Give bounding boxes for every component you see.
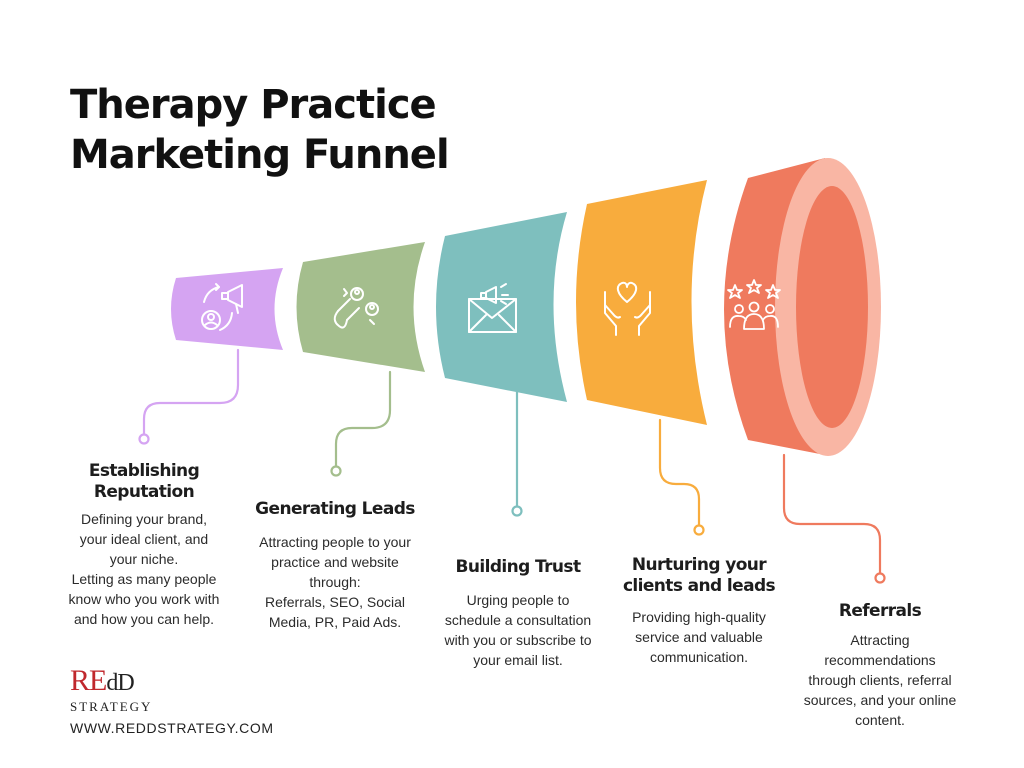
connector-leads — [334, 370, 392, 468]
magnet-people-icon — [333, 287, 379, 329]
connector-dot-leads — [330, 465, 342, 477]
connector-nurturing — [658, 418, 701, 527]
stage-nurturing: Nurturing your clients and leads Providi… — [612, 555, 786, 667]
stage-heading: Referrals — [838, 601, 922, 621]
stage-reputation: Establishing Reputation Defining your br… — [52, 461, 236, 629]
segment-reputation — [171, 268, 283, 350]
stage-heading: Building Trust — [455, 557, 582, 577]
connector-reputation — [142, 348, 240, 439]
stars-group-icon — [727, 279, 781, 330]
connector-dot-referrals — [874, 572, 886, 584]
segment-leads — [296, 242, 425, 372]
stage-heading: Generating Leads — [255, 499, 415, 519]
logo-text-re: RE — [70, 664, 107, 697]
stage-heading: Establishing Reputation — [88, 461, 200, 502]
connector-dot-trust — [511, 505, 523, 517]
stage-description: Attracting recommendations through clien… — [803, 632, 957, 728]
website-url: WWW.REDDSTRATEGY.COM — [70, 720, 274, 736]
logo-text-dd: dD — [106, 670, 134, 696]
page-title: Therapy Practice Marketing Funnel — [70, 82, 450, 178]
stage-referrals: Referrals Attracting recommendations thr… — [792, 601, 968, 730]
connector-referrals — [782, 453, 882, 575]
stage-description: Attracting people to your practice and w… — [259, 534, 411, 630]
connector-dot-nurturing — [693, 524, 705, 536]
segment-referrals-opening — [796, 186, 868, 428]
stage-heading: Nurturing your clients and leads — [622, 555, 776, 596]
logo-subtitle: STRATEGY — [70, 699, 153, 714]
connector-dot-reputation — [138, 433, 150, 445]
redd-strategy-logo: REdD STRATEGY — [70, 666, 152, 715]
stage-trust: Building Trust Urging people to schedule… — [428, 557, 608, 670]
segment-nurturing — [576, 180, 707, 425]
stage-description: Urging people to schedule a consultation… — [444, 592, 592, 668]
stage-description: Providing high-quality service and valua… — [632, 609, 766, 665]
stage-description: Defining your brand, your ideal client, … — [68, 511, 220, 627]
megaphone-cycle-icon — [201, 283, 243, 331]
email-megaphone-icon — [468, 283, 517, 333]
hands-heart-icon — [604, 281, 651, 336]
stage-leads: Generating Leads Attracting people to yo… — [240, 499, 430, 632]
segment-trust — [436, 212, 567, 402]
